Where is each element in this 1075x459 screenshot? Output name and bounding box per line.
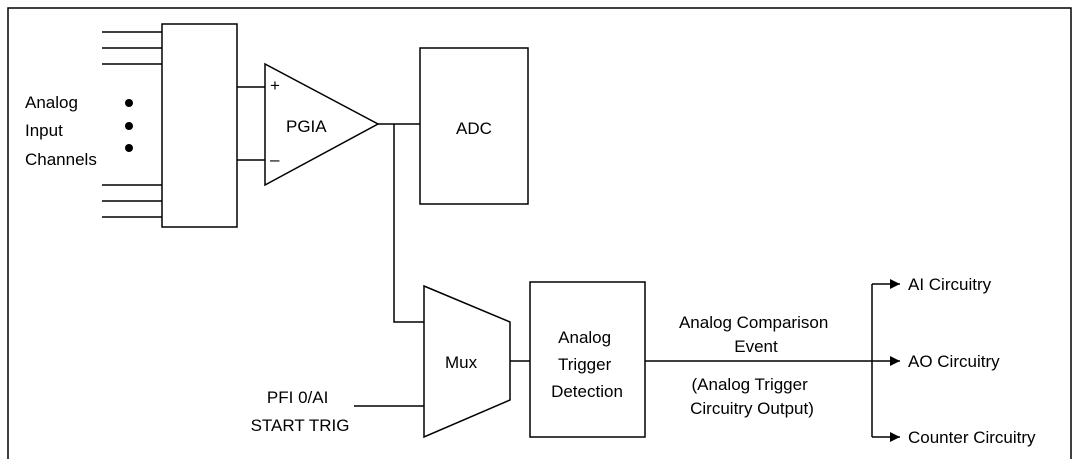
- mux-block: [423, 284, 511, 439]
- trigger-detection-box: [529, 281, 646, 438]
- comparison-event-label: Analog Comparison Event: [679, 313, 833, 356]
- input-mux-box: [161, 23, 238, 228]
- adc-label: ADC: [456, 119, 492, 138]
- pgia-label: PGIA: [286, 117, 327, 136]
- trigger-detection-label: Analog Trigger Detection: [551, 328, 623, 401]
- input-channel-lines: [102, 31, 162, 218]
- pgia-amplifier: [264, 62, 380, 187]
- diagram-frame: [7, 7, 1072, 459]
- ai-circuitry-label: AI Circuitry: [908, 275, 992, 294]
- mux-label: Mux: [445, 353, 478, 372]
- analog-input-label: Analog Input Channels: [25, 93, 97, 169]
- counter-circuitry-label: Counter Circuitry: [908, 428, 1036, 447]
- channel-dots: [125, 99, 133, 152]
- trigger-output-label: (Analog Trigger Circuitry Output): [690, 375, 814, 418]
- adc-box: [419, 47, 529, 205]
- pgia-to-mux-wire: [393, 124, 424, 323]
- pfi-label: PFI 0/AI START TRIG: [251, 388, 350, 435]
- ao-circuitry-label: AO Circuitry: [908, 352, 1000, 371]
- pgia-minus-sign: –: [270, 150, 280, 169]
- pgia-plus-sign: +: [270, 76, 280, 95]
